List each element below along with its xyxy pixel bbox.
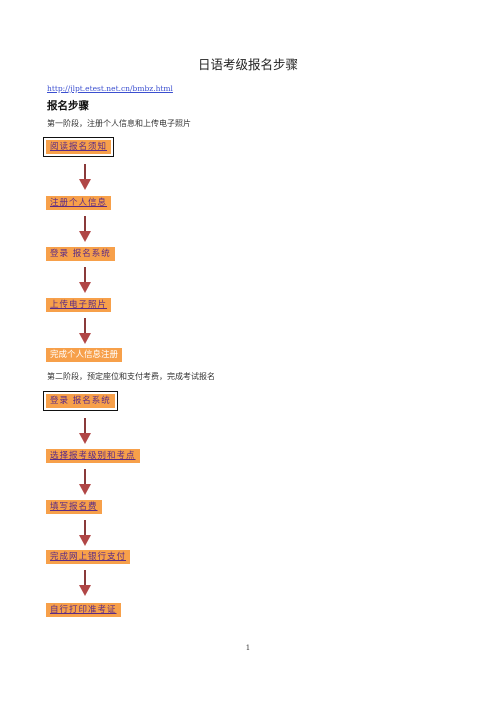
- step-label: 登录 报名系统: [50, 396, 111, 406]
- page-title: 日语考级报名步骤: [197, 57, 298, 72]
- section-heading: 报名步骤: [47, 100, 89, 112]
- step-label: 登录 报名系统: [50, 249, 111, 259]
- step-label: 完成网上银行支付: [50, 552, 127, 562]
- step-label: 阅读报名须知: [50, 142, 108, 152]
- step-complete-registration[interactable]: 完成个人信息注册: [46, 348, 123, 362]
- down-arrow-icon: [79, 418, 91, 444]
- page-number: 1: [245, 644, 251, 652]
- source-link[interactable]: http://jlpt.etest.net.cn/bmbz.html: [47, 84, 173, 93]
- stage1-description: 第一阶段，注册个人信息和上传电子照片: [47, 119, 191, 128]
- step-online-payment[interactable]: 完成网上银行支付: [46, 550, 131, 564]
- step-read-notice[interactable]: 阅读报名须知: [42, 137, 115, 157]
- down-arrow-icon: [79, 570, 91, 596]
- down-arrow-icon: [79, 267, 91, 293]
- down-arrow-icon: [79, 520, 91, 546]
- step-login-2[interactable]: 登录 报名系统: [43, 391, 118, 411]
- step-choose-level[interactable]: 选择报考级别和考点: [46, 449, 140, 463]
- down-arrow-icon: [79, 164, 91, 190]
- down-arrow-icon: [79, 318, 91, 344]
- down-arrow-icon: [79, 469, 91, 495]
- step-label: 上传电子照片: [50, 300, 108, 310]
- step-fill-fee[interactable]: 填写报名费: [46, 500, 102, 514]
- step-label: 自行打印准考证: [50, 605, 117, 615]
- step-upload-photo[interactable]: 上传电子照片: [46, 298, 112, 312]
- step-print-ticket[interactable]: 自行打印准考证: [46, 603, 121, 617]
- step-label: 完成个人信息注册: [50, 350, 119, 360]
- step-label: 填写报名费: [50, 502, 98, 512]
- step-label: 选择报考级别和考点: [50, 451, 136, 461]
- step-register-info[interactable]: 注册个人信息: [46, 196, 112, 210]
- step-login[interactable]: 登录 报名系统: [46, 247, 115, 261]
- stage2-description: 第二阶段，预定座位和支付考费，完成考试报名: [47, 372, 215, 381]
- step-label: 注册个人信息: [50, 198, 108, 208]
- down-arrow-icon: [79, 216, 91, 242]
